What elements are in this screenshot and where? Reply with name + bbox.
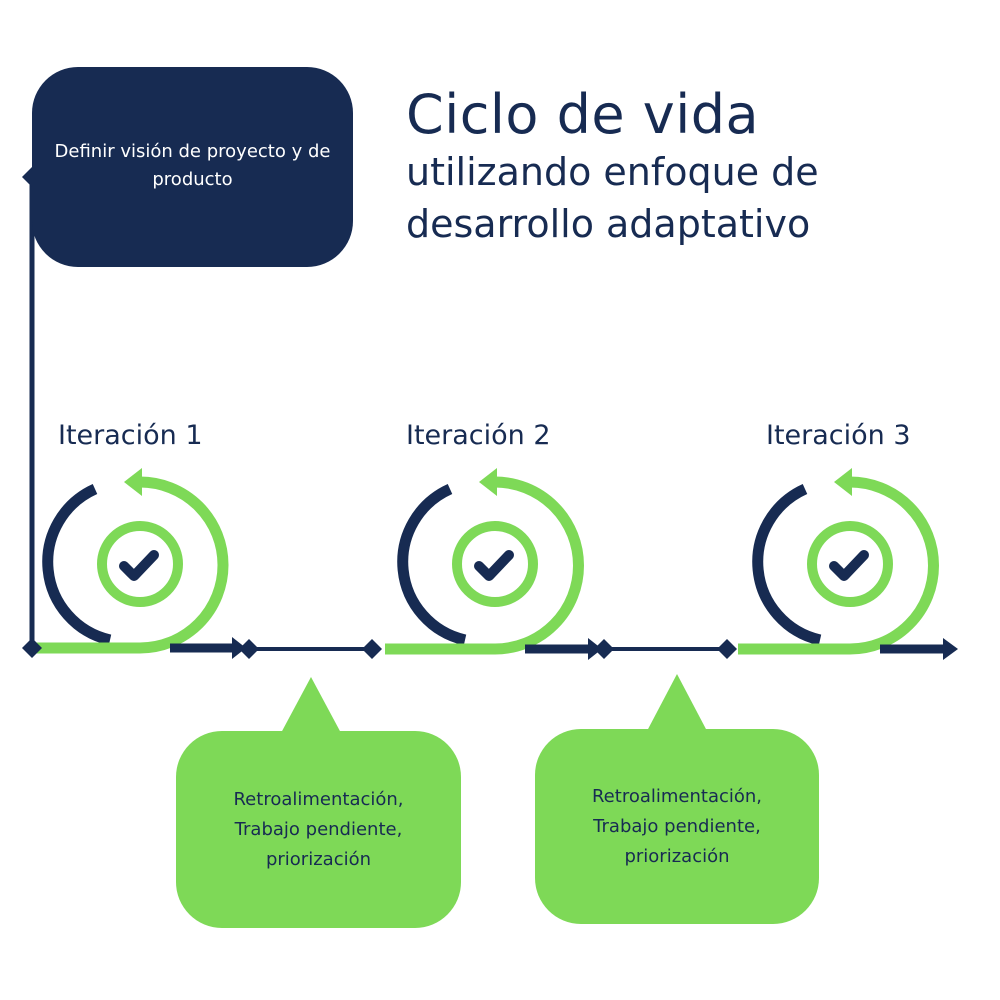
vision-box: Definir visión de proyecto y de producto bbox=[32, 67, 353, 267]
diamond bbox=[362, 639, 382, 659]
iteration-3-label: Iteración 3 bbox=[766, 420, 911, 451]
iteration-3-cycle-icon bbox=[738, 468, 958, 660]
iteration-1-label: Iteración 1 bbox=[58, 420, 203, 451]
page-title: Ciclo de vida utilizando enfoque de desa… bbox=[406, 88, 819, 250]
vision-text: Definir visión de proyecto y de producto bbox=[54, 141, 331, 190]
diamond bbox=[594, 639, 614, 659]
iteration-1-cycle-icon bbox=[32, 468, 246, 659]
diamond bbox=[717, 639, 737, 659]
iteration-2-cycle-icon bbox=[385, 468, 602, 660]
feedback-2-pointer bbox=[647, 674, 707, 731]
iteration-2-label: Iteración 2 bbox=[406, 420, 551, 451]
feedback-box-1: Retroalimentación, Trabajo pendiente, pr… bbox=[176, 731, 461, 928]
diamond bbox=[239, 639, 259, 659]
title-line-2: utilizando enfoque de bbox=[406, 150, 819, 194]
start-diamond bbox=[22, 638, 42, 658]
vision-pointer bbox=[22, 166, 33, 188]
feedback-1-text: Retroalimentación, Trabajo pendiente, pr… bbox=[233, 788, 404, 870]
feedback-box-2: Retroalimentación, Trabajo pendiente, pr… bbox=[535, 729, 819, 924]
title-line-1: Ciclo de vida bbox=[406, 83, 760, 146]
title-line-3: desarrollo adaptativo bbox=[406, 202, 811, 246]
feedback-1-pointer bbox=[281, 677, 341, 733]
feedback-2-text: Retroalimentación, Trabajo pendiente, pr… bbox=[591, 785, 763, 867]
